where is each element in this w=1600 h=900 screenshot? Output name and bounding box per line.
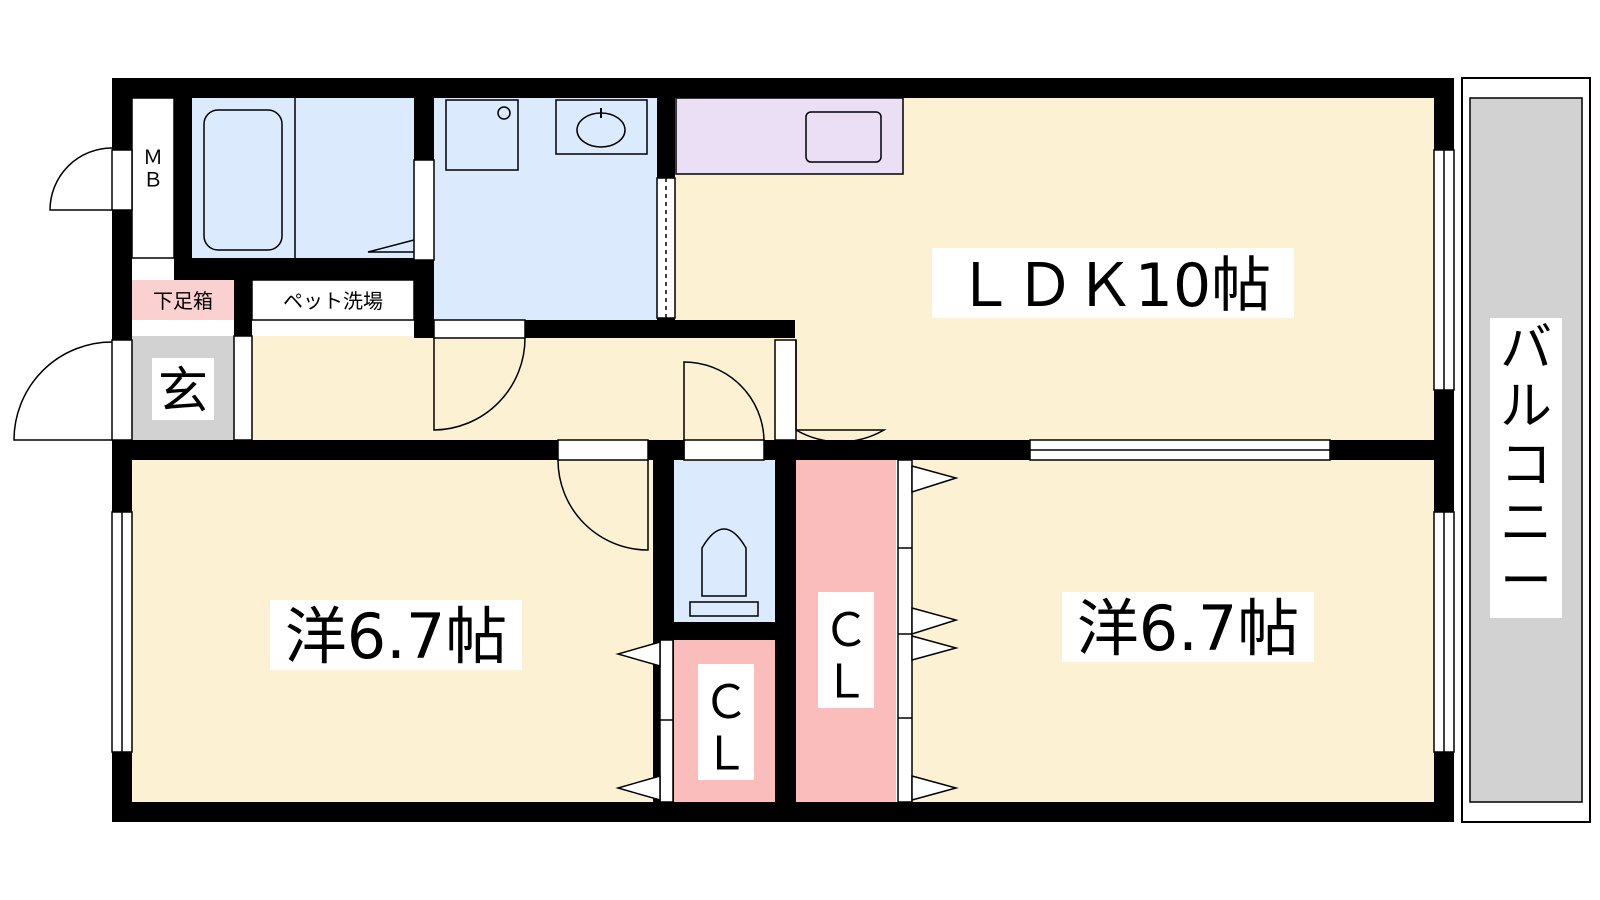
balcony-label: バルコニー — [1500, 319, 1552, 612]
bathtub-icon — [203, 109, 283, 251]
washing-machine-icon — [445, 99, 519, 171]
drain-icon — [497, 106, 511, 120]
closet-doors — [615, 459, 959, 803]
closet-left-label-bg — [698, 664, 754, 780]
entrance-label-bg — [152, 358, 214, 420]
meter-box-label: ＭＢ — [143, 145, 163, 191]
balcony-label-bg — [1490, 318, 1562, 618]
closet-center-label-bg — [818, 592, 874, 708]
western-right-label: 洋6.7帖 — [1077, 592, 1300, 665]
shoe-box-label: 下足箱 — [153, 289, 213, 313]
ldk-label: ＬＤＫ10帖 — [955, 251, 1271, 321]
toilet-icon — [689, 528, 759, 617]
closet-center-label: ＣＬ — [823, 603, 869, 709]
pet-wash-floor — [251, 279, 415, 321]
door-swings — [13, 147, 887, 551]
western-left-label-bg — [270, 600, 522, 670]
washroom-floor — [434, 98, 657, 322]
ldk-label-bg — [932, 248, 1294, 318]
hallway-floor — [250, 336, 780, 448]
closet-left-label: ＣＬ — [703, 675, 749, 781]
vanity-icon — [555, 99, 648, 155]
western-left-label: 洋6.7帖 — [285, 600, 508, 673]
shoe-box-floor — [132, 280, 234, 320]
pet-wash-label: ペット洗場 — [283, 289, 383, 313]
kitchen-sink-icon — [805, 111, 882, 163]
entrance-label: 玄 — [158, 362, 208, 420]
openings — [111, 149, 1455, 753]
toilet-floor — [674, 460, 775, 622]
western-right-label-bg — [1062, 592, 1314, 662]
bathroom-floor — [192, 98, 414, 260]
